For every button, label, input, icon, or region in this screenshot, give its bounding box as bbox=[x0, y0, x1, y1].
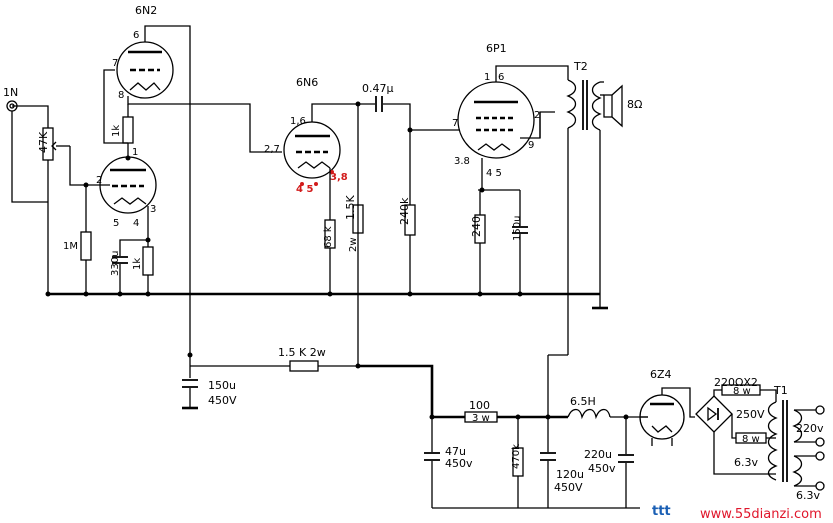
resistor-68k: 68 k bbox=[323, 219, 336, 249]
heater-out-label: 6.3v bbox=[796, 489, 820, 502]
r-470k-label: 470k bbox=[511, 444, 522, 469]
c-150u-label: 150u bbox=[512, 216, 523, 241]
c-filter1-b: 450V bbox=[208, 394, 237, 407]
resistor-240k: 240k bbox=[398, 197, 416, 236]
c-filter1-a: 150u bbox=[208, 379, 236, 392]
c-120u-b: 450V bbox=[554, 481, 583, 494]
pin-v2-cath: 3 bbox=[150, 204, 156, 215]
mains-label: 220v bbox=[796, 422, 824, 435]
c-330u-label: 330u bbox=[110, 251, 121, 276]
resistor-1k-link: 1k bbox=[111, 116, 134, 144]
resistor-dropping: 1.5 K 2w bbox=[278, 346, 326, 372]
pin-6p1-plate-a: 1 bbox=[484, 72, 490, 83]
choke-inductor: 6.5H bbox=[567, 395, 611, 420]
tube-6p1-name: 6P1 bbox=[486, 42, 507, 55]
resistor-240: 240 bbox=[470, 214, 486, 244]
capacitor-47u: 47u 450v bbox=[424, 445, 473, 470]
speaker: 8Ω bbox=[603, 84, 642, 128]
pin-6n6-cath: 3,8 bbox=[330, 172, 348, 183]
pin-6n6-heater: 4 5 bbox=[296, 184, 313, 195]
r-1k-cath-label: 1k bbox=[132, 258, 143, 270]
capacitor-220u: 220u 450v bbox=[584, 448, 634, 475]
power-transformer: T1 bbox=[767, 384, 803, 487]
r-100-label: 100 bbox=[469, 399, 490, 412]
pin-6p1-cath: 3.8 bbox=[454, 156, 470, 167]
capacitor-330u: 330u bbox=[110, 251, 128, 276]
tube-6n6: 6N6 1,6 2,7 4 5 3,8 bbox=[264, 76, 348, 195]
pin-v2-h2: 4 bbox=[133, 218, 139, 229]
tube-6n2-name: 6N2 bbox=[135, 4, 157, 17]
r-1k-link-label: 1k bbox=[111, 125, 122, 137]
output-transformer: T2 bbox=[566, 60, 602, 131]
pin-6p1-9: 9 bbox=[528, 140, 534, 151]
pin-6n2-cath: 8 bbox=[118, 90, 124, 101]
pin-6p1-plate-b: 6 bbox=[498, 72, 504, 83]
resistor-1k-cathode: 1k bbox=[132, 246, 154, 276]
choke-label: 6.5H bbox=[570, 395, 596, 408]
pin-6p1-grid: 7 bbox=[452, 118, 458, 129]
r-1m-label: 1M bbox=[63, 241, 78, 252]
c-120u-a: 120u bbox=[556, 468, 584, 481]
capacitor-150u-filter: 150u 450V bbox=[182, 379, 237, 407]
pot-label: 47K bbox=[37, 131, 50, 153]
c-220u-b: 450v bbox=[588, 462, 616, 475]
volume-pot: 47K bbox=[37, 127, 70, 161]
r-100-watt: 3 w bbox=[472, 413, 490, 424]
pin-v2-h1: 5 bbox=[113, 218, 119, 229]
pin-6n2-grid: 7 bbox=[112, 58, 118, 69]
secondary-hv-label: 250V bbox=[736, 408, 765, 421]
capacitor-120u: 120u 450V bbox=[540, 452, 584, 494]
resistor-1-5k: 1.5K 2w bbox=[344, 195, 364, 252]
tube-6n6-name: 6N6 bbox=[296, 76, 318, 89]
pin-6n2-top: 6 bbox=[133, 30, 139, 41]
tube-6z4-name: 6Z4 bbox=[650, 368, 672, 381]
resistor-100: 100 3 w bbox=[464, 399, 498, 424]
speaker-label: 8Ω bbox=[627, 98, 642, 111]
pin-6p1-heater: 4 5 bbox=[486, 168, 502, 179]
r-1-5k-watt: 2w bbox=[348, 237, 359, 252]
dropping-r-label: 1.5 K 2w bbox=[278, 346, 326, 359]
bridge-rectifier bbox=[695, 395, 733, 433]
pin-6p1-screen: 2 bbox=[534, 110, 540, 121]
bridge-r1-watt: 8 w bbox=[733, 386, 751, 397]
input-label: 1N bbox=[3, 86, 18, 99]
t1-label: T1 bbox=[773, 384, 788, 397]
c-47u-a: 47u bbox=[445, 445, 466, 458]
tube-6n2-lower: 1 2 5 4 3 bbox=[96, 147, 157, 229]
pin-v2-plate: 1 bbox=[132, 147, 138, 158]
capacitor-coupling: 0.47μ bbox=[362, 82, 394, 112]
tube-6z4: 6Z4 bbox=[639, 368, 685, 440]
bridge-r2-watt: 8 w bbox=[742, 434, 760, 445]
capacitor-150u-cathode: 150u bbox=[512, 216, 528, 241]
pin-v2-grid: 2 bbox=[96, 175, 102, 186]
resistor-1m: 1M bbox=[63, 231, 92, 261]
pin-6n6-plate: 1,6 bbox=[290, 116, 306, 127]
t2-label: T2 bbox=[573, 60, 588, 73]
input-jack: 1N bbox=[3, 86, 18, 112]
bridge-resistor-2: 8 w bbox=[735, 432, 767, 445]
secondary-heat-label: 6.3v bbox=[734, 456, 758, 469]
resistor-470k: 470k bbox=[511, 444, 524, 477]
tube-6p1: 6P1 1 6 7 2 3.8 4 5 9 bbox=[452, 42, 540, 179]
c-47u-b: 450v bbox=[445, 457, 473, 470]
c-coupling-label: 0.47μ bbox=[362, 82, 394, 95]
watermark-logo: ttt bbox=[652, 504, 671, 519]
r-1-5k-label: 1.5K bbox=[344, 195, 357, 220]
tube-6n2-upper: 6 7 8 6N2 bbox=[112, 4, 174, 101]
c-220u-a: 220u bbox=[584, 448, 612, 461]
pin-6n6-grid: 2,7 bbox=[264, 144, 280, 155]
watermark-site: www.55dianzi.com bbox=[700, 507, 822, 522]
r-240k-label: 240k bbox=[398, 197, 411, 225]
r-68k-label: 68 k bbox=[323, 226, 334, 248]
bridge-r-label: 220ΩX2 bbox=[714, 376, 758, 389]
r-240-label: 240 bbox=[470, 216, 483, 237]
